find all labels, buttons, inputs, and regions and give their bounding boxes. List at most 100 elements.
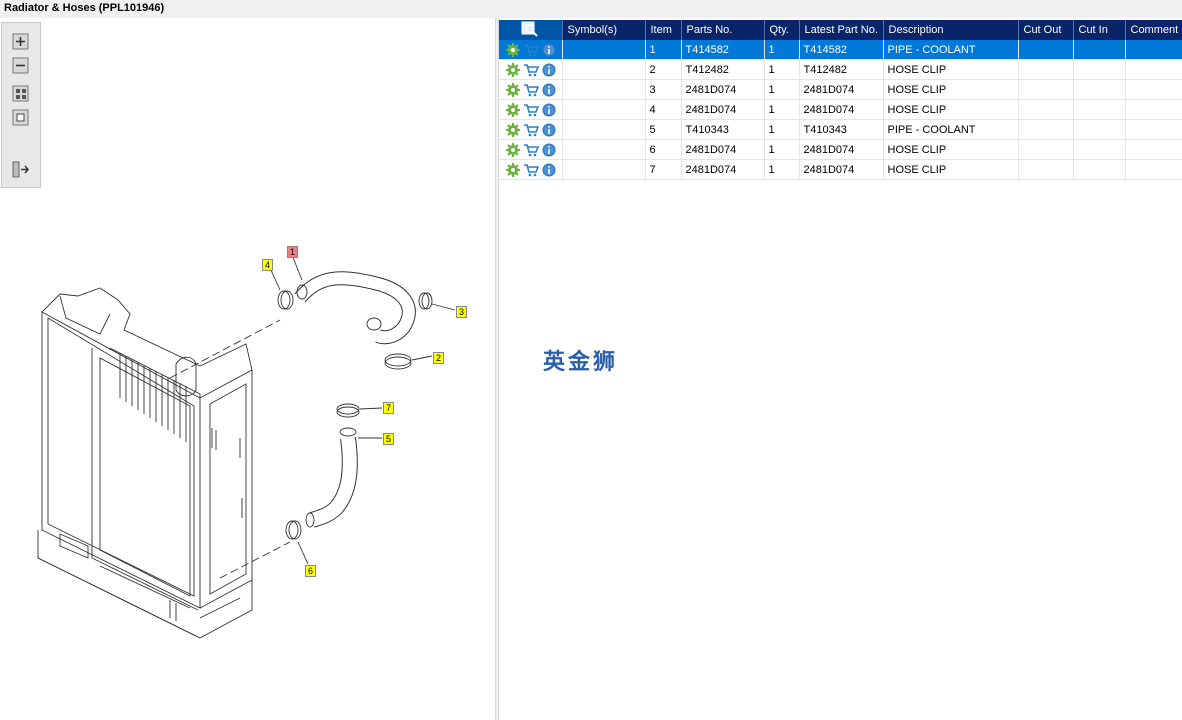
cell-symbols [562, 139, 646, 160]
cell-symbols [562, 119, 646, 140]
cell-cut-in [1073, 99, 1126, 120]
info-icon[interactable] [542, 143, 556, 157]
fit-all-icon[interactable] [11, 85, 31, 103]
info-icon[interactable] [542, 63, 556, 77]
row-actions [499, 59, 563, 80]
cell-cut-out [1018, 159, 1074, 180]
gear-icon[interactable] [506, 82, 520, 97]
cell-symbols [562, 59, 646, 80]
diagram-panel[interactable]: 1 2 3 4 5 6 7 [0, 18, 495, 720]
parts-table: Symbol(s) Item Parts No. Qty. Latest Par… [499, 20, 1182, 180]
column-header-cut-in[interactable]: Cut In [1073, 20, 1126, 40]
column-header-latest-part-no[interactable]: Latest Part No. [799, 20, 884, 40]
table-header-row: Symbol(s) Item Parts No. Qty. Latest Par… [499, 20, 1182, 40]
cell-description: HOSE CLIP [883, 139, 1019, 160]
cell-description: HOSE CLIP [883, 59, 1019, 80]
window-titlebar: Radiator & Hoses (PPL101946) [0, 0, 1182, 19]
cell-item: 1 [645, 40, 682, 60]
cell-cut-out [1018, 119, 1074, 140]
column-header-cut-out[interactable]: Cut Out [1018, 20, 1074, 40]
row-actions [499, 119, 563, 140]
column-header-comment[interactable]: Comment [1125, 20, 1182, 40]
info-icon[interactable] [542, 83, 556, 97]
panel-splitter[interactable] [495, 18, 499, 720]
cart-icon[interactable] [523, 143, 540, 157]
gear-icon[interactable] [506, 142, 520, 157]
cell-cut-in [1073, 159, 1126, 180]
cell-latest-part-no: T414582 [799, 40, 884, 60]
cart-icon[interactable] [523, 63, 540, 77]
cell-cut-in [1073, 139, 1126, 160]
cell-symbols [562, 99, 646, 120]
cell-item: 4 [645, 99, 682, 120]
cell-cut-out [1018, 99, 1074, 120]
gear-icon[interactable] [506, 62, 520, 77]
column-header-symbols[interactable]: Symbol(s) [562, 20, 646, 40]
gear-icon[interactable] [506, 162, 520, 177]
row-actions [499, 99, 563, 120]
cart-icon[interactable] [523, 83, 540, 97]
cart-icon[interactable] [523, 103, 540, 117]
callout-2[interactable]: 2 [433, 352, 444, 364]
callout-1[interactable]: 1 [287, 246, 298, 258]
cell-description: HOSE CLIP [883, 79, 1019, 100]
cell-cut-out [1018, 59, 1074, 80]
column-header-item[interactable]: Item [645, 20, 682, 40]
cart-icon[interactable] [523, 163, 540, 177]
cell-parts-no: 2481D074 [681, 99, 765, 120]
info-icon[interactable] [542, 163, 556, 177]
callout-3[interactable]: 3 [456, 306, 467, 318]
cell-symbols [562, 79, 646, 100]
cell-comment [1125, 79, 1182, 100]
callout-5[interactable]: 5 [383, 433, 394, 445]
column-header-parts-no[interactable]: Parts No. [681, 20, 765, 40]
cell-symbols [562, 159, 646, 180]
diagram-toolbar [1, 22, 41, 188]
window-title: Radiator & Hoses (PPL101946) [4, 2, 165, 14]
cell-qty: 1 [764, 159, 800, 180]
info-icon[interactable] [542, 43, 556, 57]
cell-parts-no: 2481D074 [681, 159, 765, 180]
zoom-in-icon[interactable] [11, 33, 31, 51]
cell-item: 5 [645, 119, 682, 140]
cell-comment [1125, 59, 1182, 80]
column-header-icons[interactable] [499, 20, 563, 40]
column-header-description[interactable]: Description [883, 20, 1019, 40]
cell-parts-no: T412482 [681, 59, 765, 80]
cell-qty: 1 [764, 99, 800, 120]
gear-icon[interactable] [506, 102, 520, 117]
cell-comment [1125, 159, 1182, 180]
cart-icon[interactable] [523, 43, 540, 57]
cell-latest-part-no: 2481D074 [799, 79, 884, 100]
info-icon[interactable] [542, 123, 556, 137]
column-header-qty[interactable]: Qty. [764, 20, 800, 40]
cell-cut-out [1018, 79, 1074, 100]
cell-latest-part-no: 2481D074 [799, 139, 884, 160]
cell-latest-part-no: 2481D074 [799, 159, 884, 180]
cell-symbols [562, 40, 646, 60]
cell-comment [1125, 40, 1182, 60]
cell-parts-no: 2481D074 [681, 139, 765, 160]
cell-parts-no: T414582 [681, 40, 765, 60]
callout-6[interactable]: 6 [305, 565, 316, 577]
cell-item: 2 [645, 59, 682, 80]
info-icon[interactable] [542, 103, 556, 117]
actual-size-icon[interactable] [11, 109, 31, 127]
callout-7[interactable]: 7 [383, 402, 394, 414]
cell-cut-in [1073, 119, 1126, 140]
cart-icon[interactable] [523, 123, 540, 137]
cell-item: 6 [645, 139, 682, 160]
zoom-out-icon[interactable] [11, 57, 31, 75]
callout-4[interactable]: 4 [262, 259, 273, 271]
cell-latest-part-no: 2481D074 [799, 99, 884, 120]
gear-icon[interactable] [506, 42, 520, 57]
gear-icon[interactable] [506, 122, 520, 137]
toggle-panel-icon[interactable] [11, 161, 31, 179]
